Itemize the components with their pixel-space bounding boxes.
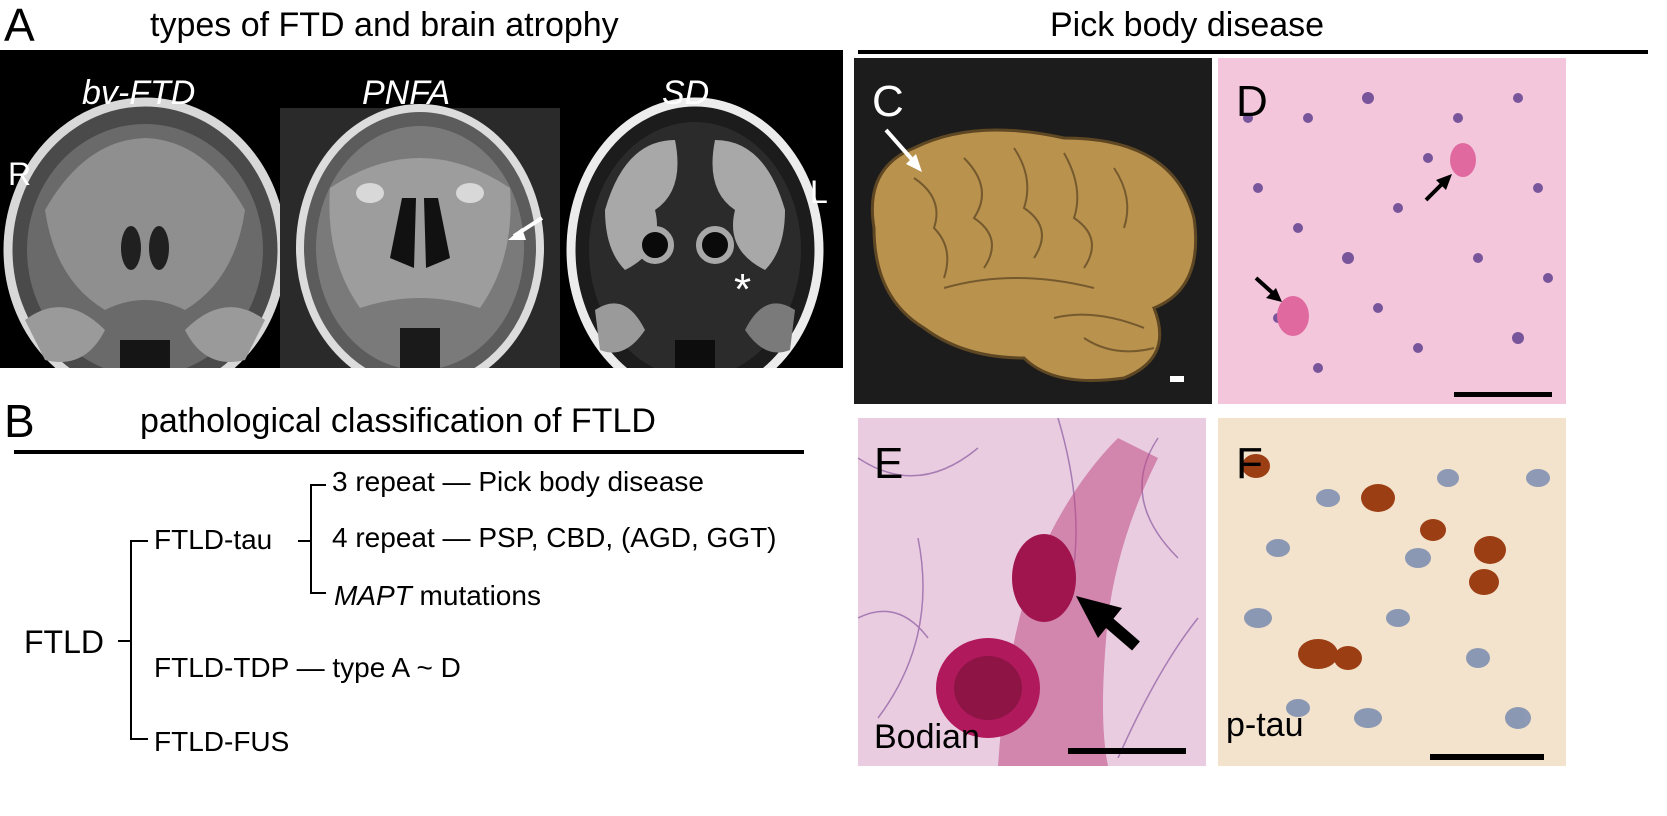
mri-scan-pnfa xyxy=(280,104,560,398)
panel-e-letter: E xyxy=(874,439,904,488)
panel-f-letter: F xyxy=(1236,439,1263,488)
four-repeat-dash: — xyxy=(442,522,471,553)
panel-f-ptau-photo: F p-tau xyxy=(1218,418,1566,766)
tau-mapt-mutations: MAPT mutations xyxy=(334,582,541,610)
left-hemisphere-marker: L xyxy=(810,174,828,210)
panel-b-letter: B xyxy=(4,395,35,447)
three-repeat-detail: Pick body disease xyxy=(478,466,704,497)
arrow-icon xyxy=(1254,276,1282,302)
panel-d-letter: D xyxy=(1236,77,1268,126)
mri-scan-bvftd xyxy=(3,97,287,403)
mri-scan-sd xyxy=(566,97,824,403)
panel-d-he-photo: D xyxy=(1218,58,1566,404)
scan-label-pnfa: PNFA xyxy=(362,74,451,112)
tau-four-repeat: 4 repeat — PSP, CBD, (AGD, GGT) xyxy=(332,524,777,552)
panel-c-letter: C xyxy=(872,77,904,126)
panel-b-rule xyxy=(14,450,804,454)
tdp-label: FTLD-TDP xyxy=(154,652,289,683)
panel-b-title: pathological classification of FTLD xyxy=(140,402,656,440)
panel-a-title: types of FTD and brain atrophy xyxy=(150,6,619,44)
arrow-icon xyxy=(1076,596,1140,651)
panel-c-brain-photo: C xyxy=(854,58,1212,404)
panel-e-stain: Bodian xyxy=(874,718,980,756)
tdp-detail: type A ~ D xyxy=(332,652,461,683)
tau-three-repeat: 3 repeat — Pick body disease xyxy=(332,468,704,496)
scan-label-bvftd: bv-FTD xyxy=(82,74,196,112)
mapt-suffix: mutations xyxy=(411,580,541,611)
arrow-icon xyxy=(1424,174,1452,202)
tdp-dash: — xyxy=(296,652,325,683)
arrow-icon xyxy=(884,128,922,172)
panel-a-letter: A xyxy=(4,0,35,51)
tree-root: FTLD xyxy=(24,624,104,660)
tree-branch-tdp: FTLD-TDP — type A ~ D xyxy=(154,654,461,682)
asterisk-marker: * xyxy=(734,265,752,314)
mapt-gene: MAPT xyxy=(334,580,412,611)
right-hemisphere-marker: R xyxy=(8,156,32,192)
panel-f-stain: p-tau xyxy=(1226,706,1304,744)
pick-body-rule xyxy=(858,50,1648,54)
scan-label-sd: SD xyxy=(662,74,710,112)
three-repeat-label: 3 repeat xyxy=(332,466,435,497)
arrow-icon xyxy=(508,216,544,240)
mri-strip: bv-FTD PNFA SD R L * xyxy=(0,50,843,403)
tree-branch-fus: FTLD-FUS xyxy=(154,726,290,757)
three-repeat-dash: — xyxy=(442,466,471,497)
four-repeat-detail: PSP, CBD, (AGD, GGT) xyxy=(478,522,777,553)
panel-e-bodian-photo: E Bodian xyxy=(858,418,1206,766)
mri-images xyxy=(3,97,824,403)
tree-branch-tau: FTLD-tau xyxy=(154,524,273,555)
four-repeat-label: 4 repeat xyxy=(332,522,435,553)
pick-body-title: Pick body disease xyxy=(1050,6,1325,44)
